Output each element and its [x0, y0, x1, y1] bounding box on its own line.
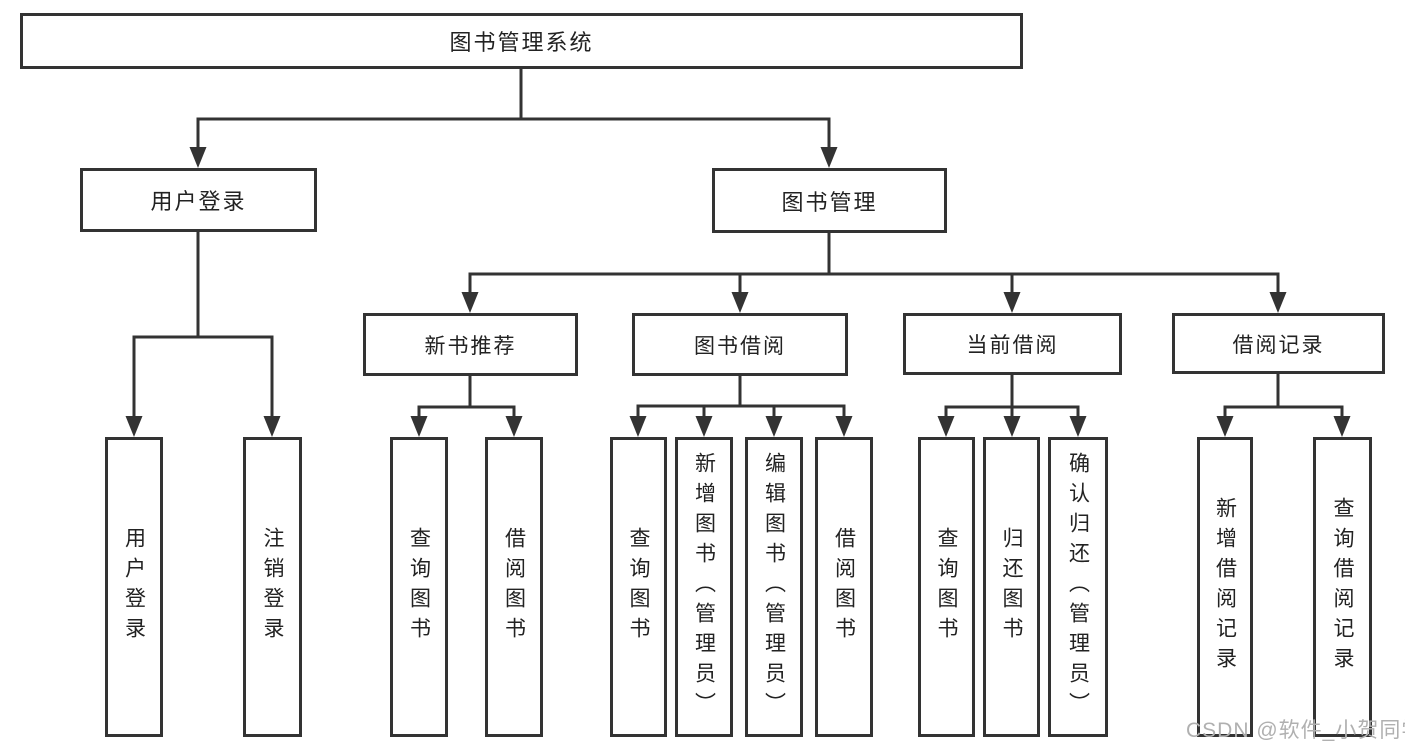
node-library-management-system: 图书管理系统 — [20, 13, 1023, 69]
leaf-borrow-books-1: 借阅图书 — [485, 437, 543, 737]
leaf-label: 借阅图书 — [832, 527, 856, 647]
node-book-management: 图书管理 — [712, 168, 947, 233]
leaf-label: 查询图书 — [627, 527, 650, 647]
leaf-add-book-admin: 新增图书（管理员） — [675, 437, 733, 737]
leaf-label: 借阅图书 — [502, 527, 526, 647]
node-label: 图书管理 — [781, 189, 878, 215]
leaf-query-books-2: 查询图书 — [610, 437, 667, 737]
node-label: 借阅记录 — [1232, 333, 1325, 357]
leaf-user-login: 用户登录 — [105, 437, 163, 737]
leaf-add-borrow-record: 新增借阅记录 — [1197, 437, 1253, 737]
leaf-label: 编辑图书（管理员） — [762, 452, 786, 722]
node-label: 用户登录 — [150, 189, 247, 214]
leaf-edit-book-admin: 编辑图书（管理员） — [745, 437, 803, 737]
leaf-label: 注销登录 — [261, 527, 284, 647]
leaf-query-borrow-record: 查询借阅记录 — [1313, 437, 1372, 737]
csdn-watermark: CSDN @软件_小贺同学 — [1186, 719, 1405, 742]
leaf-label: 查询图书 — [935, 527, 958, 647]
leaf-label: 查询图书 — [407, 527, 431, 647]
node-book-borrowing: 图书借阅 — [632, 313, 848, 376]
leaf-query-books-3: 查询图书 — [918, 437, 975, 737]
leaf-confirm-return-admin: 确认归还（管理员） — [1048, 437, 1108, 737]
leaf-label: 确认归还（管理员） — [1066, 452, 1090, 722]
leaf-borrow-books-2: 借阅图书 — [815, 437, 873, 737]
node-current-borrowing: 当前借阅 — [903, 313, 1122, 375]
node-new-book-recommendation: 新书推荐 — [363, 313, 578, 376]
leaf-label: 查询借阅记录 — [1331, 497, 1354, 677]
node-label: 图书借阅 — [694, 334, 786, 358]
leaf-label: 用户登录 — [122, 527, 146, 647]
leaf-label: 新增图书（管理员） — [692, 452, 716, 722]
node-user-login: 用户登录 — [80, 168, 317, 232]
leaf-query-books-1: 查询图书 — [390, 437, 448, 737]
leaf-label: 归还图书 — [1000, 527, 1023, 647]
leaf-return-books: 归还图书 — [983, 437, 1040, 737]
node-label: 新书推荐 — [424, 334, 517, 358]
leaf-label: 新增借阅记录 — [1213, 497, 1237, 677]
node-label: 图书管理系统 — [449, 30, 594, 55]
leaf-logout: 注销登录 — [243, 437, 302, 737]
node-label: 当前借阅 — [966, 334, 1059, 357]
node-borrowing-records: 借阅记录 — [1172, 313, 1385, 374]
